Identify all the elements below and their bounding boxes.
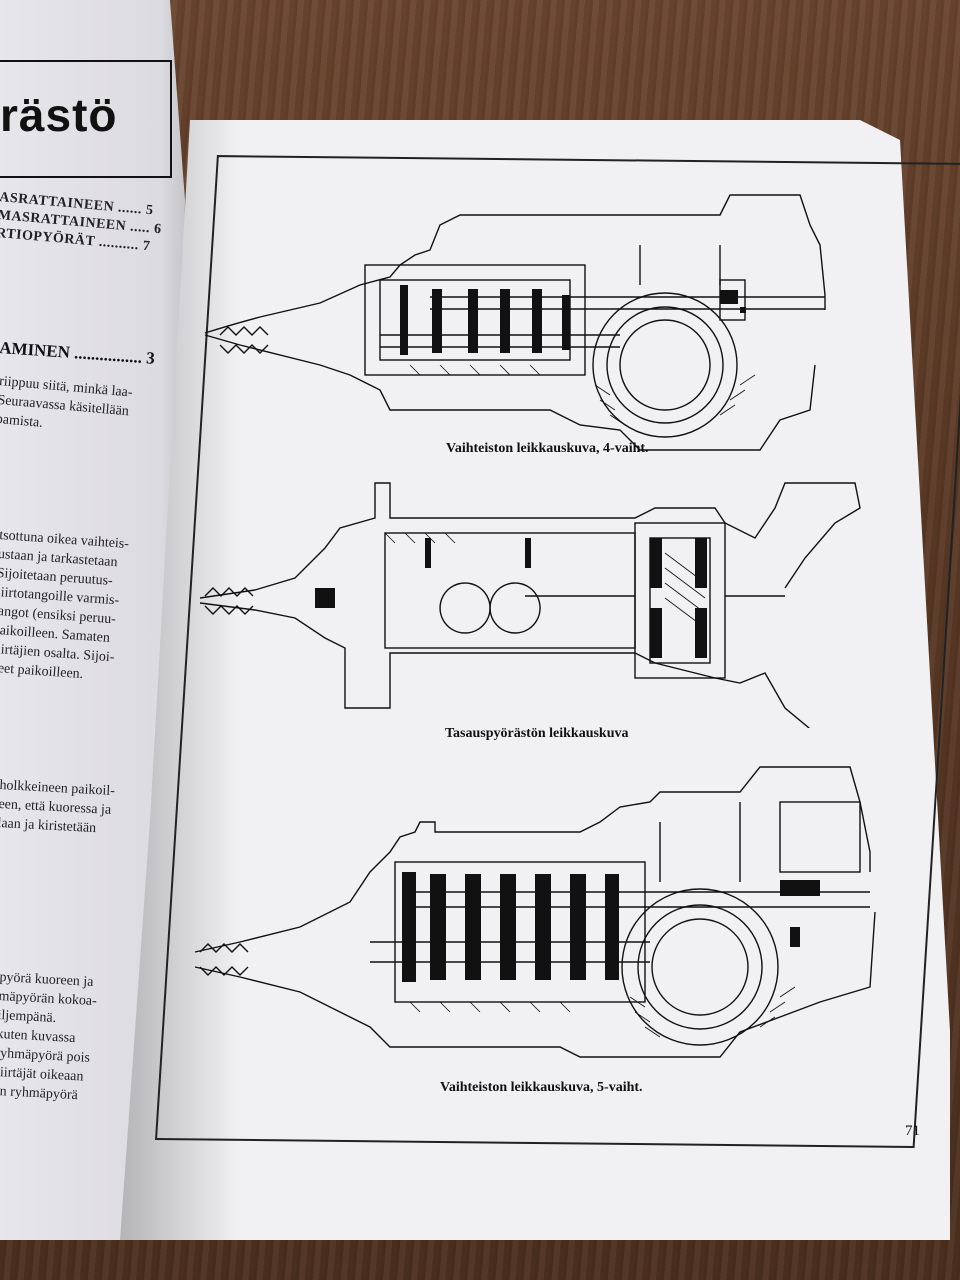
- left-page-title: rästö: [0, 89, 118, 141]
- title-box: [0, 60, 172, 178]
- page-number: 71: [905, 1123, 920, 1139]
- figure-caption-3: Vaihteiston leikkauskuva, 5-vaiht.: [440, 1080, 643, 1095]
- paragraph-1: riippuu siitä, minkä laa- Seuraavassa kä…: [0, 372, 159, 443]
- figure-caption-1: Vaihteiston leikkauskuva, 4-vaiht.: [446, 441, 649, 456]
- differential-drawing: [199, 482, 861, 728]
- table-of-contents: ASRATTAINEEN ...... 5 MASRATTAINEEN ....…: [0, 190, 171, 259]
- figure-caption-2: Tasauspyörästön leikkauskuva: [445, 726, 629, 741]
- gearbox-4-speed-drawing: [204, 194, 826, 451]
- gearbox-5-speed-drawing: [194, 766, 876, 1058]
- section-heading: AMINEN ................ 3: [0, 338, 156, 368]
- paragraph-2: tsottuna oikea vaihteis- ustaan ja tarka…: [0, 526, 160, 689]
- paragraph-3: holkkeineen paikoil- een, että kuoressa …: [0, 776, 160, 841]
